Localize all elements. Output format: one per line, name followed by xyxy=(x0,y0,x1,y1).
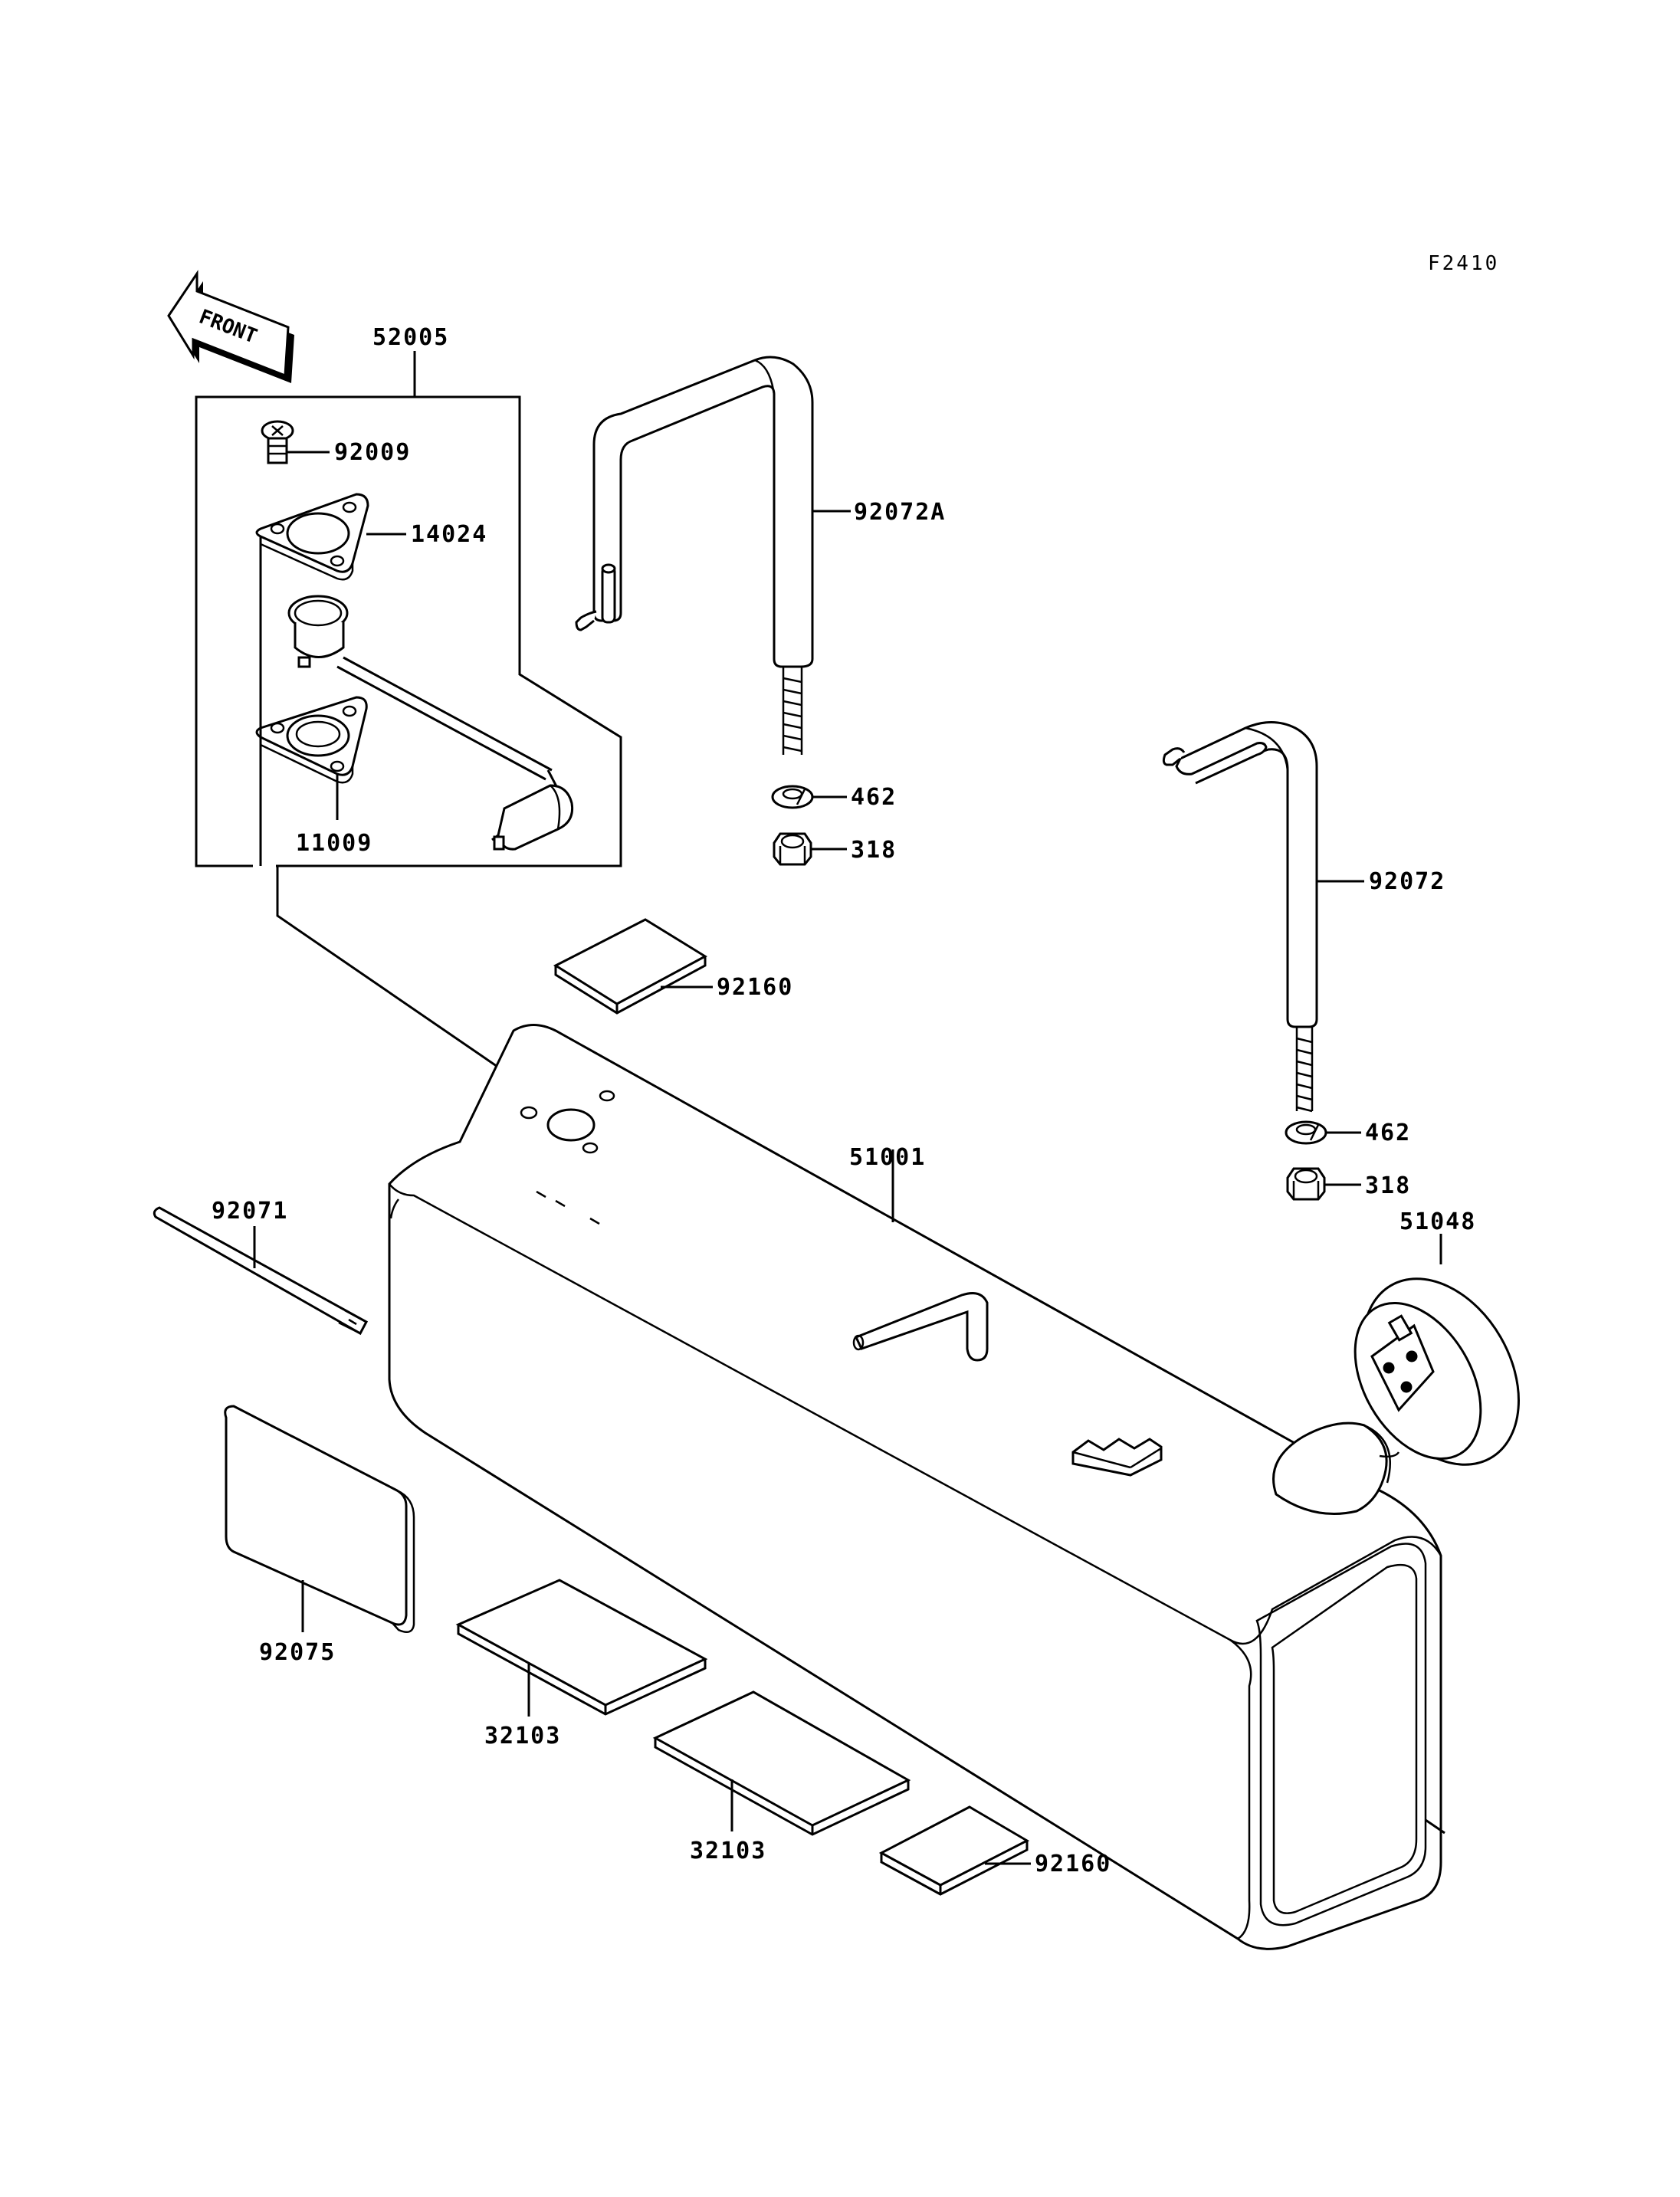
front-arrow-icon: FRONT xyxy=(167,270,294,383)
plate-14024: 14024 xyxy=(255,493,487,581)
nut-318-upper: 318 xyxy=(773,832,897,866)
callout-52005: 52005 xyxy=(372,324,449,351)
callout-318-lower: 318 xyxy=(1365,1172,1411,1199)
strap-92072: 92072 xyxy=(1162,721,1445,1113)
callout-92160-upper: 92160 xyxy=(717,974,793,1001)
pad-92160-lower: 92160 xyxy=(878,1805,1111,1896)
cap-51048: 51048 xyxy=(1354,1208,1520,1466)
figure-code: F2410 xyxy=(1428,252,1499,275)
callout-11009: 11009 xyxy=(296,830,372,857)
callout-462-upper: 462 xyxy=(851,784,897,811)
callout-92071: 92071 xyxy=(212,1198,288,1225)
callout-92072: 92072 xyxy=(1369,868,1445,895)
callout-318-upper: 318 xyxy=(851,837,897,864)
callout-51001: 51001 xyxy=(849,1144,926,1171)
pad-32103-b: 32103 xyxy=(652,1690,911,1864)
assembly-52005-bracket: 52005 xyxy=(195,324,622,867)
fuel-sender-unit xyxy=(287,595,574,851)
callout-462-lower: 462 xyxy=(1365,1120,1411,1146)
callout-51048: 51048 xyxy=(1399,1208,1476,1235)
pad-92160-upper: 92160 xyxy=(553,918,793,1015)
plate-11009: 11009 xyxy=(255,696,372,857)
band-92071: 92071 xyxy=(153,1198,369,1336)
pad-32103-a: 32103 xyxy=(455,1579,708,1749)
nut-318-lower: 318 xyxy=(1286,1167,1411,1201)
washer-462-lower: 462 xyxy=(1285,1120,1411,1146)
callout-92075: 92075 xyxy=(259,1639,336,1666)
callout-92160-lower: 92160 xyxy=(1035,1851,1111,1877)
washer-462-upper: 462 xyxy=(771,784,897,811)
callout-92009: 92009 xyxy=(334,439,411,466)
leader-assembly-to-tank xyxy=(276,866,530,1103)
fuel-tank-51001: 51001 xyxy=(388,1024,1445,1950)
callout-14024: 14024 xyxy=(411,521,487,548)
callout-92072A: 92072A xyxy=(854,499,946,526)
screw-92009: 92009 xyxy=(261,420,411,466)
callout-32103-b: 32103 xyxy=(690,1838,766,1864)
pad-92075: 92075 xyxy=(224,1405,415,1666)
strap-92072A: 92072A xyxy=(575,356,946,755)
callout-32103-a: 32103 xyxy=(484,1723,561,1749)
